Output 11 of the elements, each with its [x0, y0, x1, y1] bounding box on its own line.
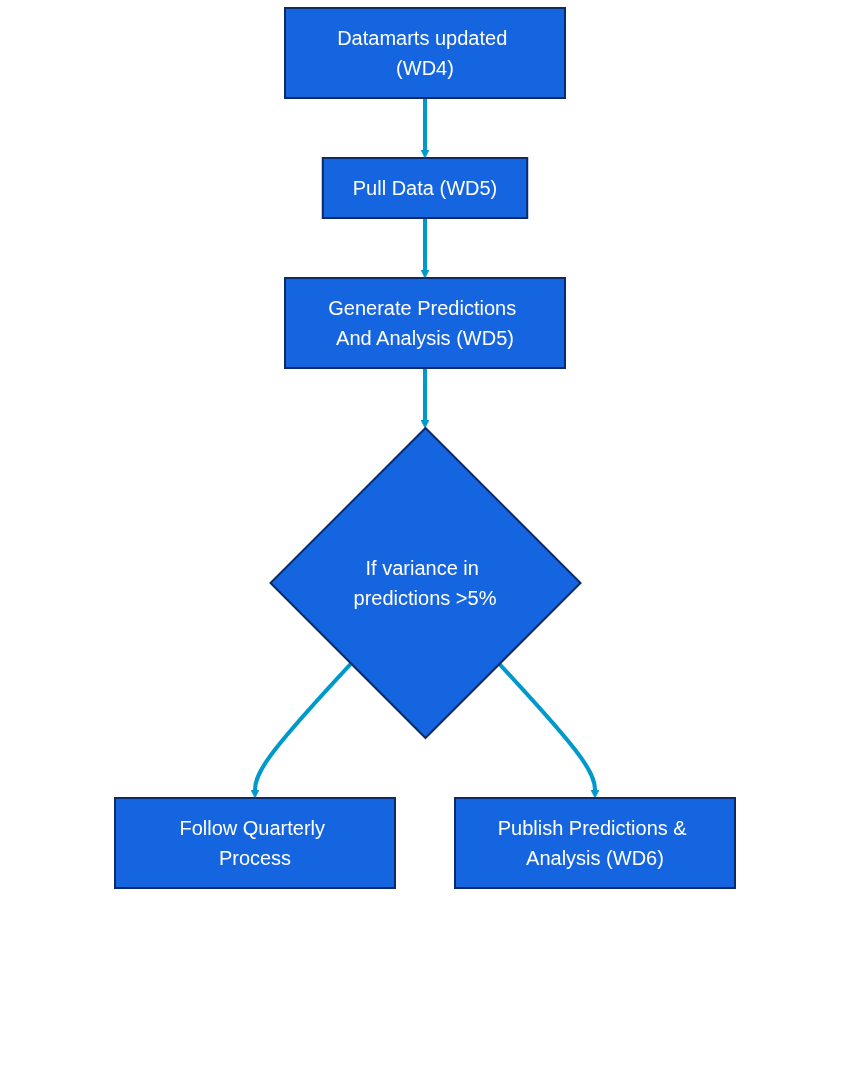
arrow — [497, 662, 600, 799]
node-box: Datamarts updated (WD4) — [284, 7, 566, 99]
node-box: Pull Data (WD5) — [321, 157, 529, 219]
arrow — [420, 98, 430, 159]
node-diamond: If variance in predictions >5% — [269, 426, 582, 740]
node-box: Generate Predictions And Analysis (WD5) — [284, 277, 566, 369]
arrow — [420, 368, 430, 429]
node-box: Publish Predictions & Analysis (WD6) — [454, 797, 736, 889]
arrow — [420, 218, 430, 279]
arrow — [250, 662, 353, 799]
node-box: Follow Quarterly Process — [114, 797, 396, 889]
